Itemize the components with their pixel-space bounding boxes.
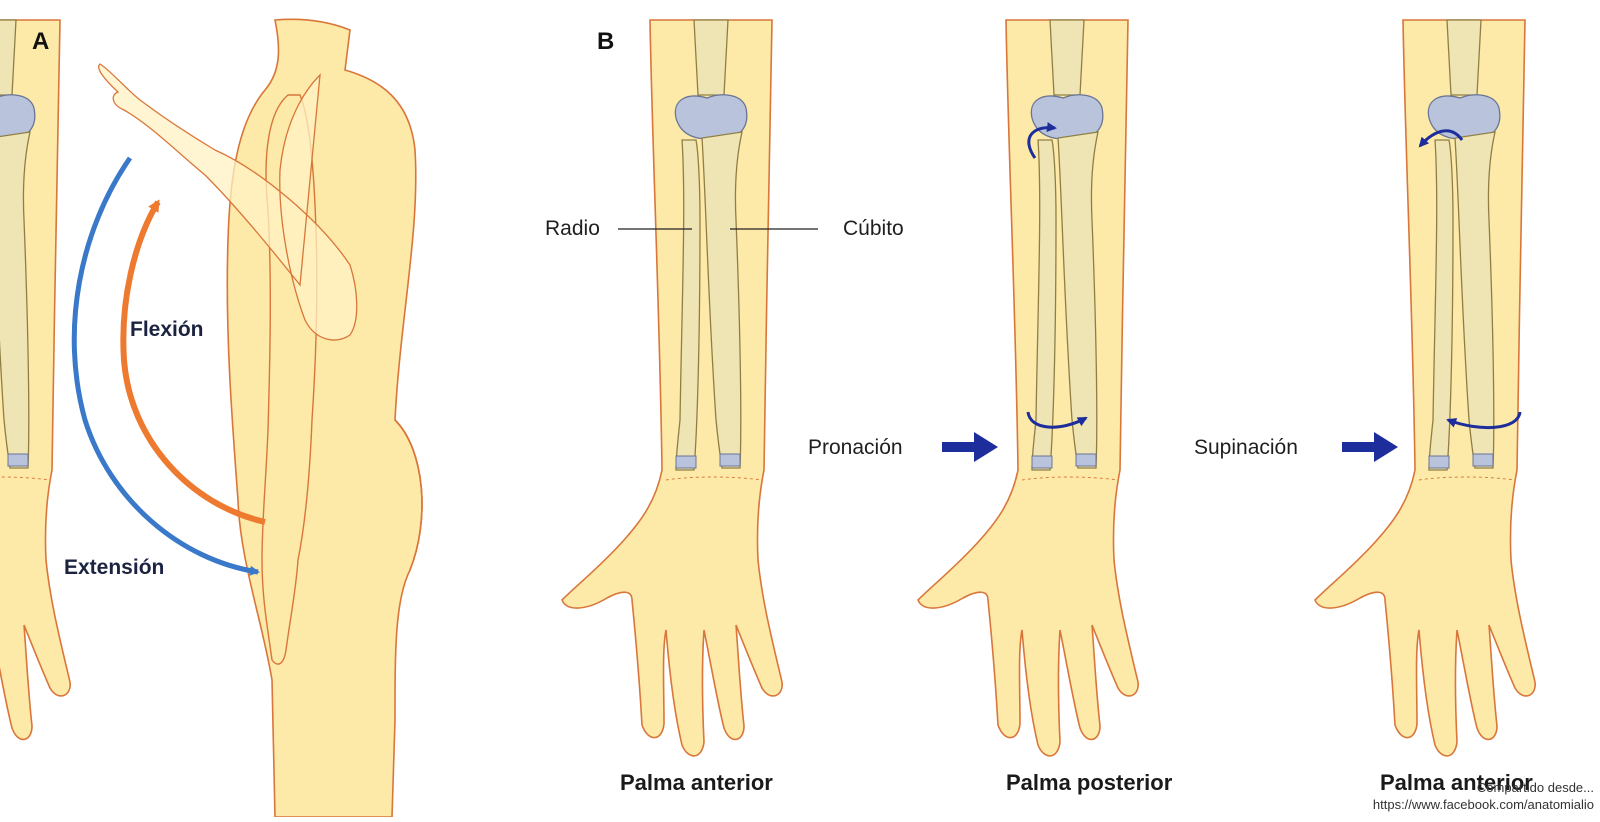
forearm-palm-posterior (918, 20, 1138, 756)
supination-label: Supinación (1194, 436, 1298, 460)
panel-a-illustration (74, 19, 422, 817)
radio-label: Radio (545, 217, 600, 241)
panel-a-letter: A (32, 28, 49, 56)
credit-line-1: Compartido desde... (1477, 780, 1594, 795)
torso-silhouette (227, 19, 422, 817)
caption-palm-anterior-1: Palma anterior (620, 770, 773, 796)
forearm-template (0, 20, 70, 756)
forearm-palm-anterior-supinated (1315, 20, 1535, 756)
pronation-label: Pronación (808, 436, 903, 460)
extension-label: Extensión (64, 556, 164, 580)
flexion-label: Flexión (130, 318, 204, 342)
credit-line-2: https://www.facebook.com/anatomialio (1373, 797, 1594, 812)
pronation-arrow (942, 432, 998, 462)
panel-b-letter: B (597, 28, 614, 56)
forearm-palm-anterior (562, 20, 782, 756)
cubito-label: Cúbito (843, 217, 904, 241)
caption-palm-posterior: Palma posterior (1006, 770, 1172, 796)
supination-arrow (1342, 432, 1398, 462)
